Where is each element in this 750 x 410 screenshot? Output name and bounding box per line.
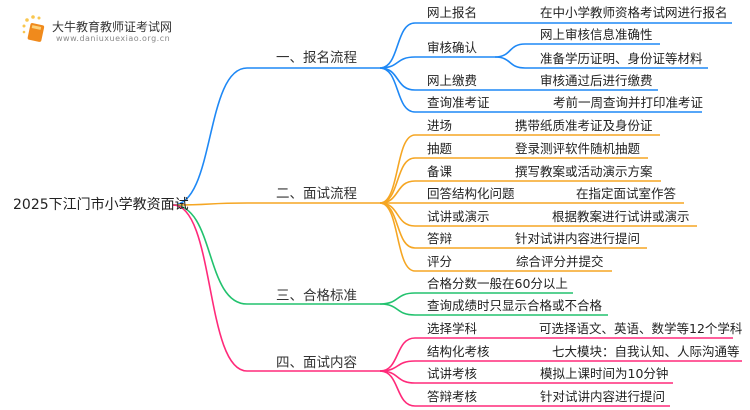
node[interactable]: 回答结构化问题 — [427, 186, 515, 201]
branch-registration[interactable]: 一、报名流程 — [276, 50, 357, 66]
leaf[interactable]: 在指定面试室作答 — [576, 186, 677, 201]
node[interactable]: 结构化考核 — [427, 344, 490, 359]
node[interactable]: 审核确认 — [427, 40, 478, 55]
connector-branch-3 — [172, 204, 380, 305]
leaf[interactable]: 考前一周查询并打印准考证 — [553, 95, 704, 110]
branch-interview-process[interactable]: 二、面试流程 — [276, 186, 357, 202]
node[interactable]: 备课 — [427, 164, 453, 179]
node[interactable]: 抽题 — [427, 141, 453, 156]
node[interactable]: 查询成绩时只显示合格或不合格 — [427, 298, 603, 313]
leaf[interactable]: 撰写教案或活动演示方案 — [515, 164, 653, 179]
logo-url: www.daniuxuexiao.org.cn — [56, 34, 171, 43]
leaf[interactable]: 可选择语文、英语、数学等12个学科 — [539, 321, 743, 336]
branch-pass-standard[interactable]: 三、合格标准 — [276, 288, 357, 304]
leaf[interactable]: 在中小学教师资格考试网进行报名 — [540, 5, 728, 20]
node[interactable]: 评分 — [427, 254, 453, 269]
root-node[interactable]: 2025下江门市小学教资面试 — [13, 197, 189, 213]
connector-branch-2 — [172, 202, 380, 206]
node[interactable]: 查询准考证 — [427, 95, 490, 110]
leaf[interactable]: 模拟上课时间为10分钟 — [540, 366, 669, 381]
connector-branch-1 — [172, 67, 380, 206]
node[interactable]: 选择学科 — [427, 321, 478, 336]
node[interactable]: 试讲或演示 — [427, 209, 490, 224]
leaf[interactable]: 网上审核信息准确性 — [540, 27, 653, 42]
leaf[interactable]: 携带纸质准考证及身份证 — [515, 118, 653, 133]
node[interactable]: 进场 — [427, 118, 453, 133]
leaf[interactable]: 综合评分并提交 — [516, 254, 604, 269]
leaf[interactable]: 针对试讲内容进行提问 — [540, 389, 666, 404]
node[interactable]: 试讲考核 — [427, 366, 478, 381]
leaf[interactable]: 准备学历证明、身份证等材料 — [540, 51, 703, 66]
node[interactable]: 答辩 — [427, 231, 453, 246]
logo-book-icon — [20, 14, 50, 48]
branch-interview-content[interactable]: 四、面试内容 — [276, 355, 357, 371]
node[interactable]: 合格分数一般在60分以上 — [427, 276, 568, 291]
node[interactable]: 答辩考核 — [427, 389, 478, 404]
leaf[interactable]: 审核通过后进行缴费 — [540, 73, 653, 88]
leaf[interactable]: 根据教案进行试讲或演示 — [552, 209, 690, 224]
node[interactable]: 网上缴费 — [427, 73, 478, 88]
leaf[interactable]: 登录测评软件随机抽题 — [515, 141, 641, 156]
connector-branch-4 — [172, 204, 380, 372]
leaf[interactable]: 七大模块：自我认知、人际沟通等 — [552, 344, 740, 359]
logo-title: 大牛教育教师证考试网 — [52, 20, 173, 34]
node[interactable]: 网上报名 — [427, 5, 478, 20]
leaf[interactable]: 针对试讲内容进行提问 — [515, 231, 641, 246]
